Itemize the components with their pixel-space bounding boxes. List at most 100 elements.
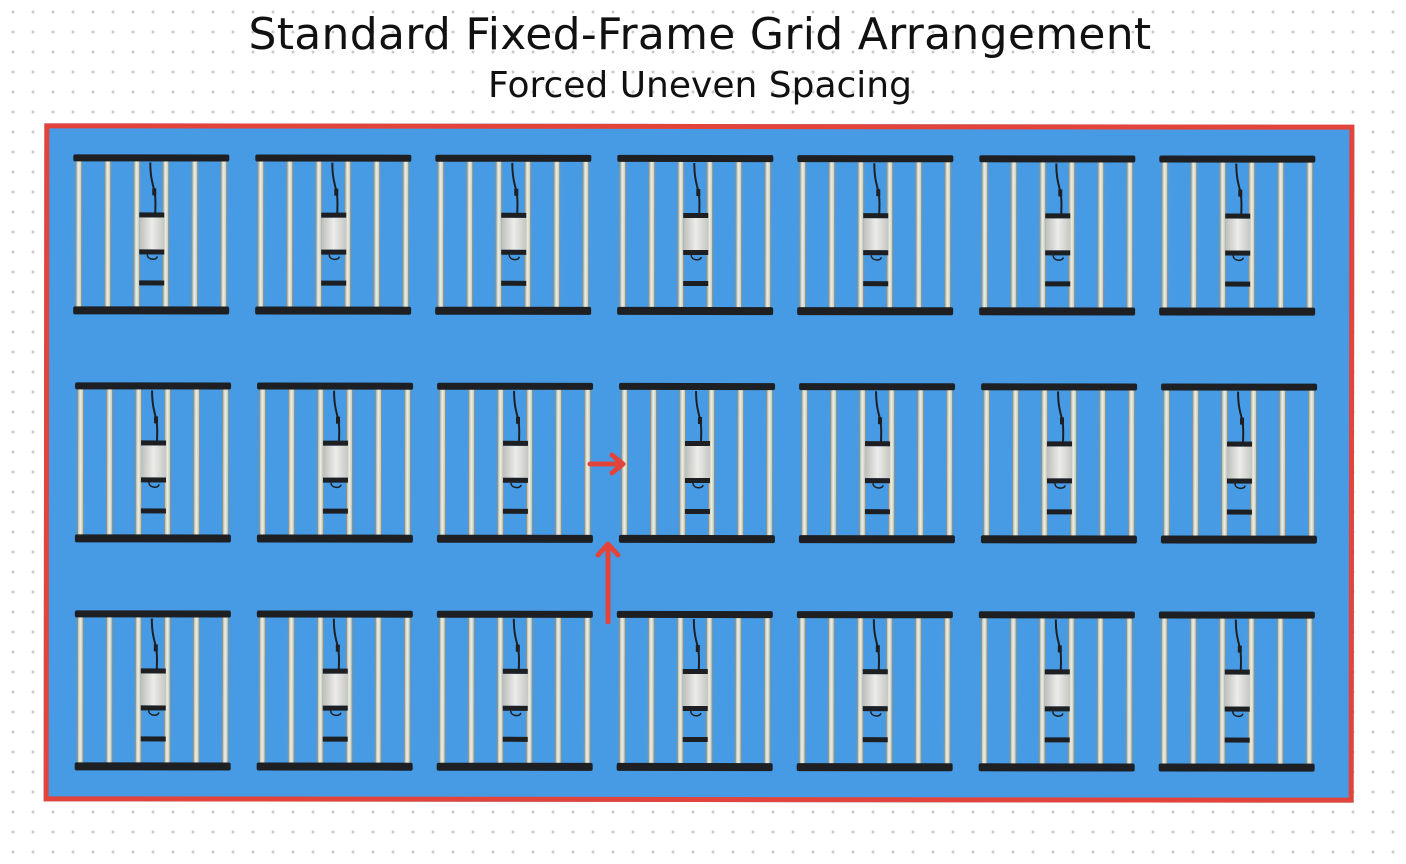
fixture-top-bar [436,610,593,618]
driver-mount-bar [140,736,166,742]
driver-mount-bar [321,280,347,286]
light-bar [1009,613,1017,770]
light-bar [1160,613,1168,770]
fixture-top-bar [799,383,956,391]
light-bar [648,156,656,313]
power-cable [151,390,159,443]
driver-wire [148,482,160,488]
driver-mount-bar [502,508,528,514]
fixture-bottom-bar [797,307,954,316]
driver-wire [869,711,882,717]
power-cable [1237,391,1245,444]
fixture-bottom-bar [256,534,413,543]
power-cable [1234,619,1243,672]
led-driver [321,212,347,255]
led-driver [1045,213,1071,256]
light-bar [1011,385,1020,542]
power-cable [512,618,521,671]
driver-wire [690,254,702,261]
light-bar [799,157,807,314]
driver-mount-bar [139,280,165,286]
driver-wire [1052,255,1064,261]
power-cable [511,162,519,215]
driver-mount-bar [862,737,888,743]
light-bar [943,613,951,770]
light-bar [1307,385,1316,542]
fixture-bottom-bar [1158,763,1315,772]
light-bar [582,156,590,313]
driver-wire [692,482,704,489]
light-bar [1306,157,1314,314]
fixture-bottom-bar [616,762,773,772]
power-cable [331,162,339,215]
fixture-top-bar [255,154,412,162]
light-bar [221,384,230,541]
light-bar [438,384,447,541]
power-cable [1057,391,1065,444]
driver-mount-bar [863,281,889,287]
led-driver [682,668,708,712]
light-bar [554,384,563,541]
led-grow-light-fixture-icon [74,610,231,771]
light-bar [403,384,412,541]
light-bar [438,612,446,769]
led-driver [502,668,528,711]
power-cable [149,162,157,215]
light-bar [800,385,809,542]
fixture-bottom-bar [978,763,1135,772]
light-bar [192,612,200,769]
driver-wire [508,254,520,261]
driver-mount-bar [501,280,527,286]
led-grow-light-fixture-icon [256,610,413,771]
driver-wire [329,710,342,717]
fixture-bottom-bar [435,306,592,315]
fixture-bottom-bar [980,535,1137,544]
light-bar [105,384,114,541]
led-driver [1224,669,1250,712]
fixture-bottom-bar [796,763,953,772]
led-driver [140,440,167,483]
driver-mount-bar [140,508,166,514]
light-bar [374,384,383,541]
light-bar [1189,613,1197,770]
fixture-bottom-bar [1159,307,1316,316]
light-bar [734,613,742,770]
light-bar [554,612,562,769]
light-bar [981,157,989,314]
led-grow-light-fixture-icon [979,155,1136,316]
light-bar [553,156,561,313]
light-bar [827,613,835,770]
grow-room-outline [43,123,1355,803]
power-cable [695,390,703,444]
light-bar [76,384,85,541]
led-driver [1044,669,1070,712]
led-grow-light-fixture-icon [73,154,230,315]
light-bar [373,156,381,313]
light-bar [466,156,474,313]
led-driver [322,668,348,711]
page-title: Standard Fixed-Frame Grid Arrangement [248,9,1152,60]
led-grow-light-fixture-icon [74,382,232,543]
power-cable [332,618,341,671]
light-bar [1126,157,1134,314]
arrow-right-icon [587,452,626,476]
light-bar [619,156,627,313]
light-bar [915,157,923,314]
led-driver [322,440,349,483]
led-grow-light-fixture-icon [798,383,956,544]
power-cable [693,162,701,216]
fixture-top-bar [435,154,592,162]
power-cable [513,390,521,443]
light-bar [736,385,745,542]
led-driver [1225,213,1251,256]
driver-mount-bar [684,508,710,515]
light-bar [191,156,199,313]
led-grow-light-fixture-icon [256,382,414,543]
led-grow-light-fixture-icon [1160,383,1318,544]
light-bar [221,612,229,769]
driver-wire [328,254,340,261]
driver-wire [330,482,342,489]
driver-mount-bar [1046,509,1072,515]
fixture-top-bar [1158,611,1315,619]
driver-wire [872,483,884,489]
